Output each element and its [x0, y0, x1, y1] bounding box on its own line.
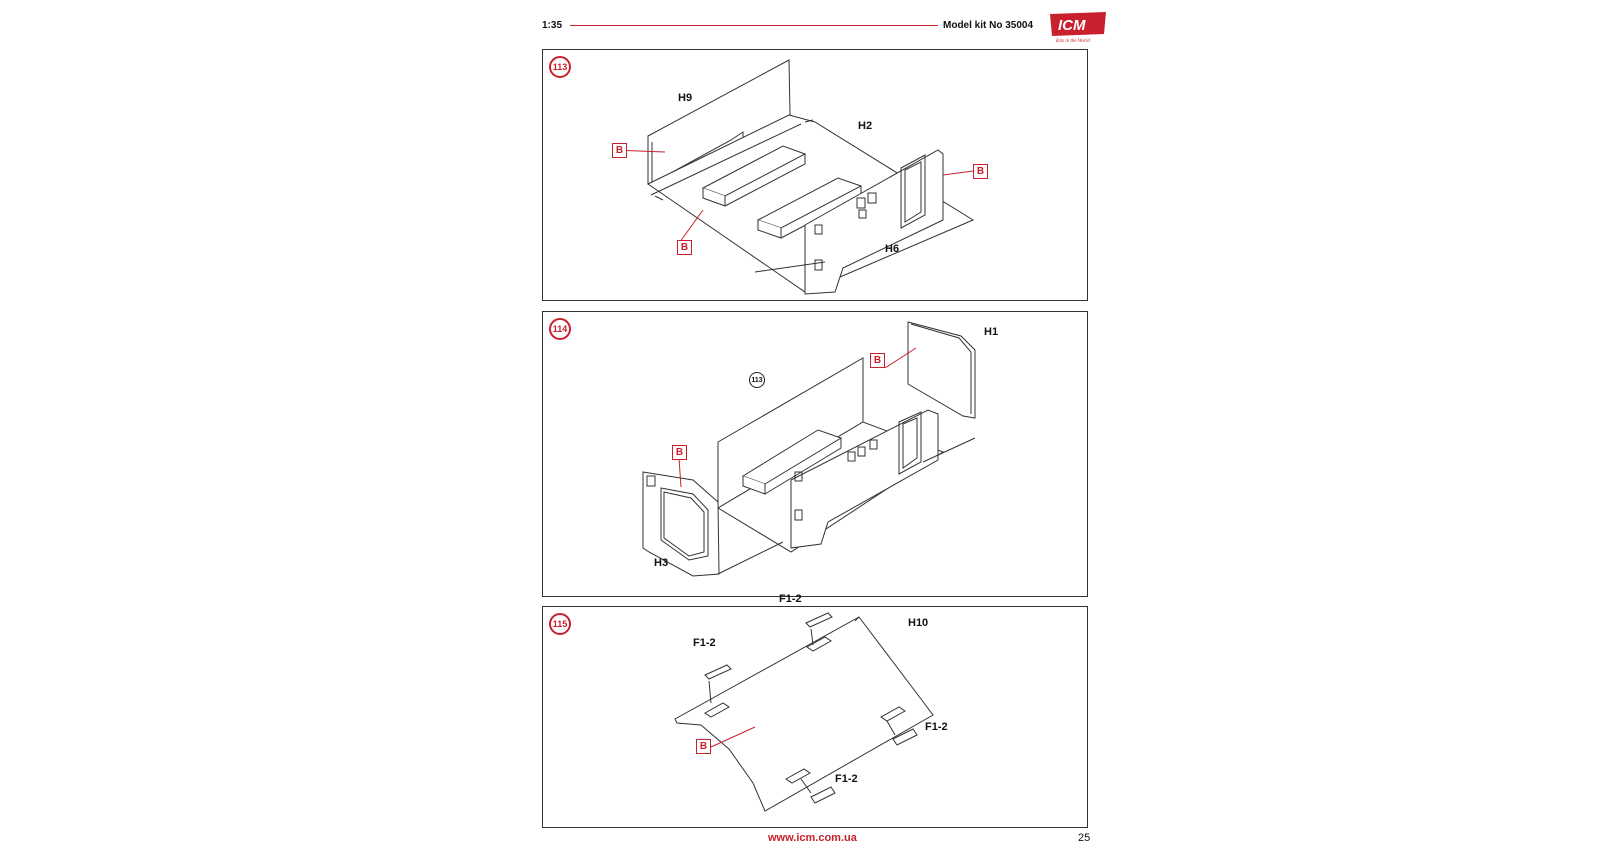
svg-text:ICM: ICM — [1058, 17, 1086, 34]
step-number-badge: 114 — [549, 318, 571, 340]
scale-label: 1:35 — [542, 20, 563, 31]
color-tag-b: B — [612, 143, 627, 158]
color-tag-b: B — [696, 739, 711, 754]
part-label-h3: H3 — [654, 557, 669, 569]
step-reference-badge: 113 — [749, 372, 765, 388]
color-tag-b: B — [870, 353, 885, 368]
color-tag-b: B — [672, 445, 687, 460]
color-tag-b: B — [677, 240, 692, 255]
page-number: 25 — [1078, 832, 1091, 844]
part-label-f1-2: F1-2 — [925, 721, 948, 733]
svg-text:Kits in the World: Kits in the World — [1055, 39, 1090, 44]
part-label-h1: H1 — [984, 326, 999, 338]
part-label-f1-2: F1-2 — [835, 773, 858, 785]
step-113-drawing — [611, 59, 975, 295]
step-number-badge: 115 — [549, 613, 571, 635]
step-113-panel: 113 — [542, 49, 1088, 301]
step-114-panel: 114 — [542, 311, 1088, 597]
part-label-h2: H2 — [858, 120, 873, 132]
part-label-f1-2: F1-2 — [779, 593, 802, 605]
part-label-f1-2: F1-2 — [693, 637, 716, 649]
header-rule — [570, 25, 938, 26]
step-114-drawing — [642, 321, 976, 577]
model-kit-label: Model kit No 35004 — [943, 20, 1034, 31]
part-label-h6: H6 — [885, 243, 900, 255]
color-tag-b: B — [973, 164, 988, 179]
part-label-h10: H10 — [908, 617, 929, 629]
part-label-h9: H9 — [678, 92, 693, 104]
step-number-badge: 113 — [549, 56, 571, 78]
step-115-panel: 115 H10 F1-2 F1-2 F1-2 F1-2 B — [542, 593, 1088, 828]
step-115-drawing — [674, 612, 934, 812]
icm-logo: ICM Kits in the World — [1050, 12, 1106, 44]
footer-website-link[interactable]: www.icm.com.ua — [768, 832, 857, 844]
